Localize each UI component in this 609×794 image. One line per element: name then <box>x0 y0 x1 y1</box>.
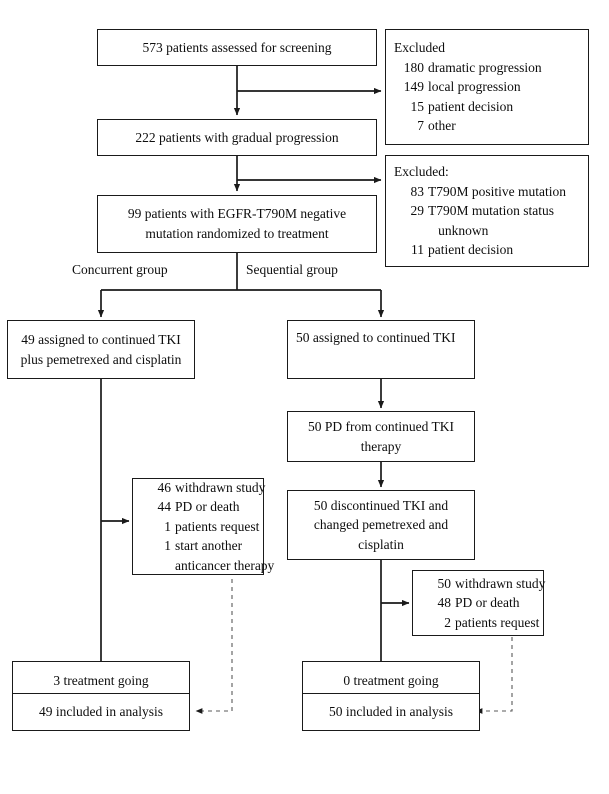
node-analysis-concurrent: 49 included in analysis <box>12 693 190 731</box>
group-label-sequential: Sequential group <box>246 262 338 277</box>
assigned-right-line1: 50 assigned to continued TKI <box>296 330 456 345</box>
group-label-concurrent: Concurrent group <box>72 262 168 277</box>
list-item-count: 50 <box>437 575 452 591</box>
assigned-left-line2: plus pemetrexed and cisplatin <box>20 351 182 367</box>
node-assigned-sequential: 50 assigned to continued TKI <box>287 320 475 379</box>
list-item: unknown <box>394 221 580 241</box>
list-item-count: 7 <box>417 118 424 134</box>
pd-right-line1: 50 PD from continued TKI <box>308 418 454 434</box>
discontinued-right-line3: cisplatin <box>358 536 404 552</box>
list-item-count: 48 <box>437 595 452 611</box>
list-item-label: withdrawn study <box>175 479 266 495</box>
list-item-label: T790M positive mutation <box>428 183 566 199</box>
node-randomized-line2: mutation randomized to treatment <box>145 226 329 241</box>
node-screened-line1: 573 patients assessed for screening <box>142 39 332 55</box>
node-screened: 573 patients assessed for screening <box>97 29 377 66</box>
list-item-label: patient decision <box>428 98 514 114</box>
list-item-label: patients request <box>455 614 540 630</box>
list-item-label: T790M mutation status <box>428 203 554 219</box>
list-item-count: 83 <box>410 183 425 199</box>
node-randomized: 99 patients with EGFR-T790M negative mut… <box>97 195 377 253</box>
list-item-count <box>141 556 171 576</box>
discontinued-right-line2: changed pemetrexed and <box>313 517 449 533</box>
list-item-label: withdrawn study <box>455 575 546 591</box>
list-item-count: 1 <box>164 538 171 554</box>
list-item-count: 2 <box>444 614 451 630</box>
list-item-label: unknown <box>428 222 489 238</box>
analysis-left-line1: 49 included in analysis <box>38 704 164 720</box>
list-item-count: 44 <box>157 499 172 515</box>
node-analysis-sequential: 50 included in analysis <box>302 693 480 731</box>
list-item-count: 46 <box>157 479 172 495</box>
list-item-count: 29 <box>410 203 425 219</box>
list-item-label: start another <box>175 538 243 554</box>
list-item-label: local progression <box>428 79 521 95</box>
ongoing-left-line1: 3 treatment going <box>53 672 149 688</box>
list-item-label: PD or death <box>455 595 520 611</box>
list-item-label: dramatic progression <box>428 59 542 75</box>
list-item-label: anticancer therapy <box>175 557 275 573</box>
list-item-count: 15 <box>410 98 425 114</box>
list-item-label: patient decision <box>428 242 514 258</box>
list-item-label: other <box>428 118 456 134</box>
list-item: anticancer therapy <box>141 556 274 576</box>
node-pd-sequential: 50 PD from continued TKI therapy <box>287 411 475 462</box>
node-gradual-line1: 222 patients with gradual progression <box>135 129 339 145</box>
list-item-count: 11 <box>411 242 424 258</box>
pd-right-line2: therapy <box>360 438 402 454</box>
list-item-count: 1 <box>164 518 171 534</box>
node-assigned-concurrent: 49 assigned to continued TKI plus pemetr… <box>7 320 195 379</box>
list-item-count <box>394 221 424 241</box>
node-gradual-progression: 222 patients with gradual progression <box>97 119 377 156</box>
list-item-count: 149 <box>403 79 424 95</box>
node-discontinued-sequential: 50 discontinued TKI and changed pemetrex… <box>287 490 475 560</box>
assigned-left-line1: 49 assigned to continued TKI <box>21 331 181 347</box>
list-item-label: patients request <box>175 518 260 534</box>
ongoing-right-line1: 0 treatment going <box>343 672 439 688</box>
excluded-2-header: Excluded: <box>394 164 449 180</box>
node-randomized-line1: 99 patients with EGFR-T790M negative <box>127 206 347 222</box>
discontinued-right-line1: 50 discontinued TKI and <box>313 497 449 513</box>
list-item-count: 180 <box>403 59 424 75</box>
excluded-1-header: Excluded <box>394 40 445 56</box>
analysis-right-line1: 50 included in analysis <box>328 704 454 720</box>
list-item-label: PD or death <box>175 499 240 515</box>
